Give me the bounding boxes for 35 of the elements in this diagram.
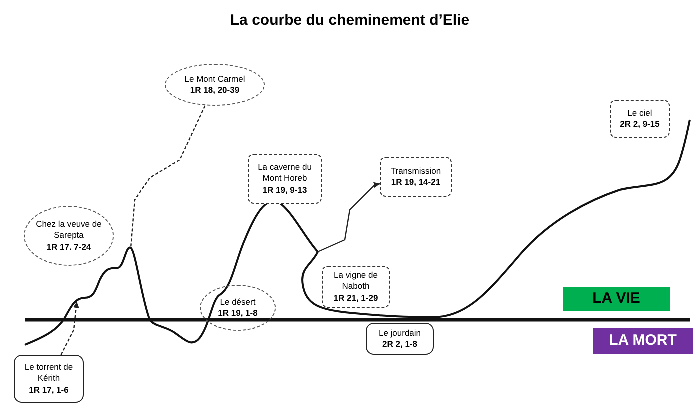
death-label-box — [593, 328, 693, 354]
callout-box — [610, 100, 670, 138]
callout-ellipse — [165, 64, 265, 106]
callout-box — [14, 355, 84, 403]
place-name: Le désert — [220, 296, 256, 308]
status-label: LA VIE — [592, 288, 640, 309]
leader-line — [318, 182, 380, 253]
callout-box — [322, 266, 390, 308]
bible-reference: 1R 17, 1-6 — [29, 384, 69, 396]
status-label: LA MORT — [609, 330, 677, 351]
bible-reference: 1R 17. 7-24 — [46, 242, 92, 254]
callout-ellipse — [24, 206, 114, 266]
callout-box — [248, 154, 322, 204]
bible-reference: 1R 19, 14-21 — [391, 177, 441, 188]
place-name: Le torrent de Kérith — [24, 362, 74, 385]
bible-reference: 1R 21, 1-29 — [334, 292, 378, 304]
bible-reference: 2R 2, 9-15 — [620, 119, 660, 130]
callout-ellipse — [200, 285, 276, 331]
bible-reference: 1R 19, 1-8 — [218, 308, 258, 320]
place-name: Le jourdain — [378, 328, 422, 339]
diagram-title: La courbe du cheminement d’Elie — [229, 12, 471, 29]
life-label-box — [563, 287, 670, 311]
leader-line — [130, 106, 206, 248]
bible-reference: 1R 18, 20-39 — [190, 85, 240, 96]
place-name: Le ciel — [628, 108, 652, 119]
place-name: La caverne du Mont Horeb — [257, 162, 313, 185]
place-name: La vigne de Naboth — [333, 270, 379, 293]
place-name: Le Mont Carmel — [184, 74, 246, 85]
leader-line — [60, 302, 80, 356]
place-name: Chez la veuve de Sarepta — [35, 218, 103, 242]
bible-reference: 1R 19, 9-13 — [262, 184, 308, 196]
callout-box — [380, 157, 452, 197]
bible-reference: 2R 2, 1-8 — [382, 339, 418, 350]
callout-box — [366, 323, 434, 355]
place-name: Transmission — [390, 166, 442, 177]
